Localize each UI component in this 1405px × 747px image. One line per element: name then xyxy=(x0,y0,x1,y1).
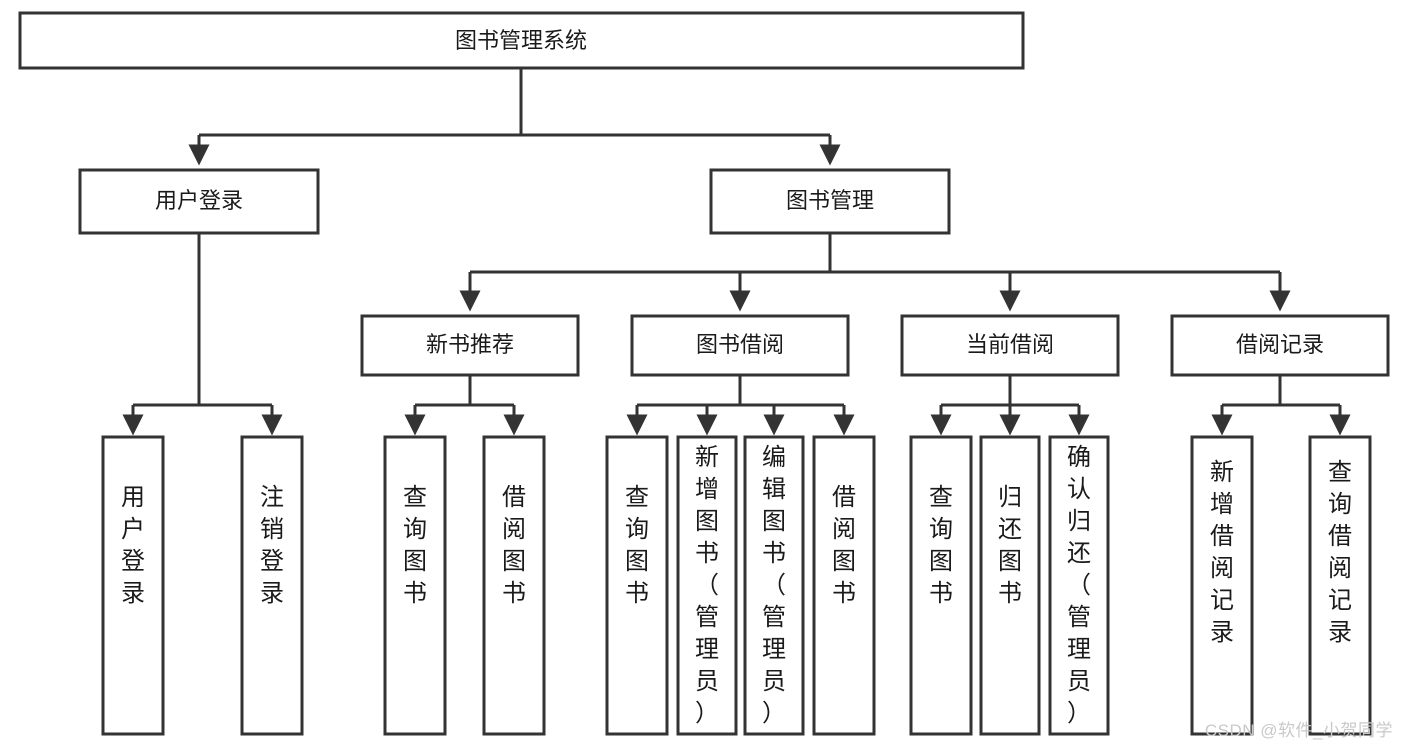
connectors-newbook-to-leaves xyxy=(404,375,525,436)
node-current[interactable]: 当前借阅 xyxy=(900,314,1120,377)
node-bookmgmt[interactable]: 图书管理 xyxy=(709,168,951,235)
node-login-box[interactable] xyxy=(78,168,320,235)
node-leaf-query-book-2[interactable]: 查询图书 xyxy=(605,435,669,736)
node-leaf-edit-book[interactable]: 编辑图书（管理员） xyxy=(743,435,805,736)
node-leaf-query-book-3-label: 查询图书 xyxy=(929,484,953,607)
connectors-current-to-leaves xyxy=(930,375,1090,436)
node-leaf-add-book[interactable]: 新增图书（管理员） xyxy=(676,435,738,736)
node-newbook-box[interactable] xyxy=(360,314,580,377)
node-leaf-edit-book-label: 编辑图书（管理员） xyxy=(762,444,786,727)
node-leaf-confirm-return[interactable]: 确认归还（管理员） xyxy=(1048,435,1110,736)
connectors-bookmgmt-to-level3 xyxy=(459,233,1291,312)
node-root-box[interactable] xyxy=(18,11,1025,70)
node-records-label: 借阅记录 xyxy=(1236,332,1324,357)
node-leaf-add-record[interactable]: 新增借阅记录 xyxy=(1190,435,1254,736)
node-root[interactable]: 图书管理系统 xyxy=(18,11,1025,70)
node-leaf-borrow-book-2-box[interactable] xyxy=(812,435,876,736)
connectors-login-to-leaves xyxy=(122,233,283,436)
node-leaf-add-book-box[interactable] xyxy=(676,435,738,736)
node-leaf-query-book-3-box[interactable] xyxy=(909,435,973,736)
node-borrow-label: 图书借阅 xyxy=(696,332,784,357)
node-leaf-query-book-3[interactable]: 查询图书 xyxy=(909,435,973,736)
node-leaf-query-record[interactable]: 查询借阅记录 xyxy=(1308,435,1372,736)
node-leaf-confirm-return-box[interactable] xyxy=(1048,435,1110,736)
node-leaf-borrow-book-1-box[interactable] xyxy=(482,435,546,736)
node-leaf-query-record-label: 查询借阅记录 xyxy=(1328,459,1352,646)
node-leaf-query-book-1-label: 查询图书 xyxy=(403,484,427,607)
node-current-label: 当前借阅 xyxy=(966,332,1054,357)
connectors-borrow-to-leaves xyxy=(626,375,855,436)
connectors-records-to-leaves xyxy=(1211,375,1351,436)
node-leaf-borrow-book-2-label: 借阅图书 xyxy=(832,484,856,607)
node-newbook-label: 新书推荐 xyxy=(426,332,514,357)
node-leaf-add-record-box[interactable] xyxy=(1190,435,1254,736)
node-leaf-user-login[interactable]: 用户登录 xyxy=(101,435,165,736)
node-leaf-user-login-label: 用户登录 xyxy=(121,484,145,607)
node-leaf-borrow-book-1[interactable]: 借阅图书 xyxy=(482,435,546,736)
node-leaf-user-logout-label: 注销登录 xyxy=(260,484,284,607)
node-leaf-add-record-label: 新增借阅记录 xyxy=(1210,459,1234,646)
node-leaf-query-book-1-box[interactable] xyxy=(383,435,447,736)
node-root-label: 图书管理系统 xyxy=(455,28,587,53)
node-leaf-edit-book-box[interactable] xyxy=(743,435,805,736)
node-leaf-query-book-2-box[interactable] xyxy=(605,435,669,736)
node-leaf-confirm-return-label: 确认归还（管理员） xyxy=(1067,444,1091,727)
node-leaf-return-book-label: 归还图书 xyxy=(998,484,1022,607)
node-login-label: 用户登录 xyxy=(155,188,243,213)
node-leaf-user-login-box[interactable] xyxy=(101,435,165,736)
node-leaf-borrow-book-2[interactable]: 借阅图书 xyxy=(812,435,876,736)
node-leaf-return-book[interactable]: 归还图书 xyxy=(979,435,1041,736)
node-records-box[interactable] xyxy=(1170,314,1390,377)
node-leaf-query-book-1[interactable]: 查询图书 xyxy=(383,435,447,736)
node-leaf-return-book-box[interactable] xyxy=(979,435,1041,736)
node-current-box[interactable] xyxy=(900,314,1120,377)
node-borrow-box[interactable] xyxy=(630,314,850,377)
node-borrow[interactable]: 图书借阅 xyxy=(630,314,850,377)
node-leaf-add-book-label: 新增图书（管理员） xyxy=(695,444,719,727)
node-records[interactable]: 借阅记录 xyxy=(1170,314,1390,377)
node-bookmgmt-label: 图书管理 xyxy=(786,188,874,213)
node-login[interactable]: 用户登录 xyxy=(78,168,320,235)
node-leaf-user-logout-box[interactable] xyxy=(240,435,304,736)
node-leaf-query-record-box[interactable] xyxy=(1308,435,1372,736)
node-leaf-query-book-2-label: 查询图书 xyxy=(625,484,649,607)
node-bookmgmt-box[interactable] xyxy=(709,168,951,235)
node-newbook[interactable]: 新书推荐 xyxy=(360,314,580,377)
connectors-level1-to-level2 xyxy=(188,68,841,166)
node-leaf-borrow-book-1-label: 借阅图书 xyxy=(502,484,526,607)
node-leaf-user-logout[interactable]: 注销登录 xyxy=(240,435,304,736)
